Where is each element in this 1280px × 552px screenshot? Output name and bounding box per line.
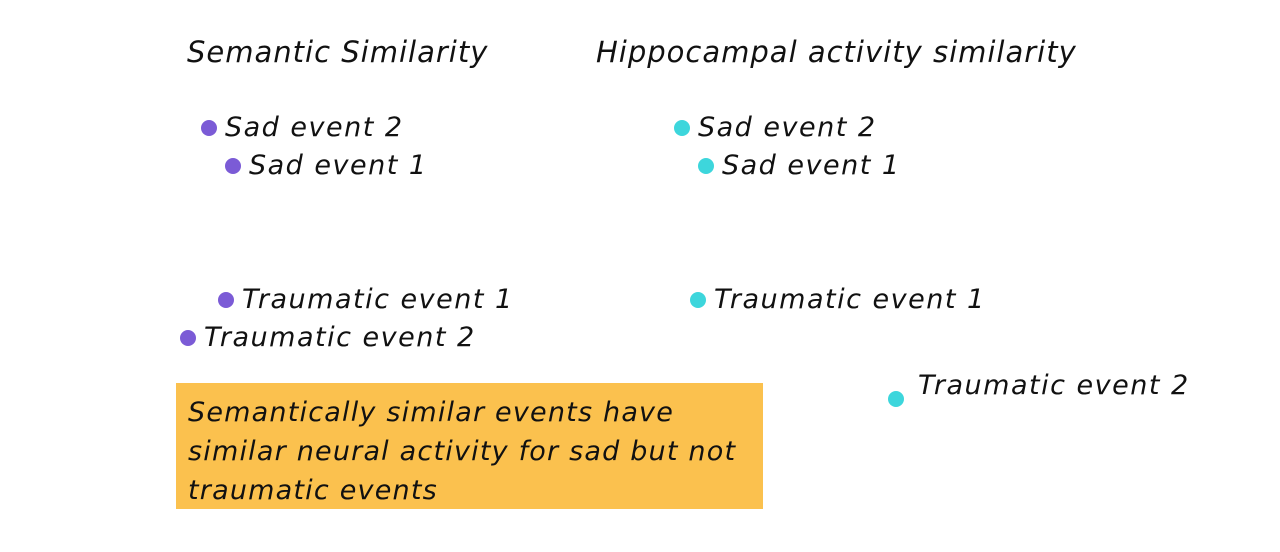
- semantic-similarity-title: Semantic Similarity: [187, 35, 489, 69]
- hippocampal-dot-icon: [674, 119, 690, 136]
- point-label: Traumatic event 2: [204, 322, 476, 353]
- hippocampal-point-traumatic-event-2-label: Traumatic event 2: [918, 370, 1190, 401]
- semantic-dot-icon: [225, 157, 241, 174]
- hippocampal-dot-icon: [690, 291, 706, 308]
- semantic-point-sad-event-2: Sad event 2: [201, 114, 404, 141]
- hippocampal-point-traumatic-event-1: Traumatic event 1: [690, 286, 986, 313]
- point-label: Traumatic event 1: [242, 284, 514, 315]
- semantic-point-traumatic-event-2: Traumatic event 2: [180, 324, 476, 351]
- hippocampal-dot-icon: [698, 157, 714, 174]
- semantic-point-traumatic-event-1: Traumatic event 1: [218, 286, 514, 313]
- point-label: Sad event 1: [249, 150, 428, 181]
- conclusion-callout: Semantically similar events have similar…: [176, 383, 763, 509]
- hippocampal-dot-icon: [888, 391, 904, 407]
- point-label: Traumatic event 1: [714, 284, 986, 315]
- conclusion-text: Semantically similar events have similar…: [188, 397, 737, 506]
- semantic-point-sad-event-1: Sad event 1: [225, 152, 428, 179]
- semantic-dot-icon: [218, 291, 234, 308]
- hippocampal-similarity-title: Hippocampal activity similarity: [596, 35, 1077, 69]
- hippocampal-point-sad-event-2: Sad event 2: [674, 114, 877, 141]
- semantic-dot-icon: [180, 329, 196, 346]
- point-label: Sad event 2: [225, 112, 404, 143]
- semantic-dot-icon: [201, 119, 217, 136]
- point-label: Sad event 2: [698, 112, 877, 143]
- point-label: Sad event 1: [722, 150, 901, 181]
- hippocampal-point-sad-event-1: Sad event 1: [698, 152, 901, 179]
